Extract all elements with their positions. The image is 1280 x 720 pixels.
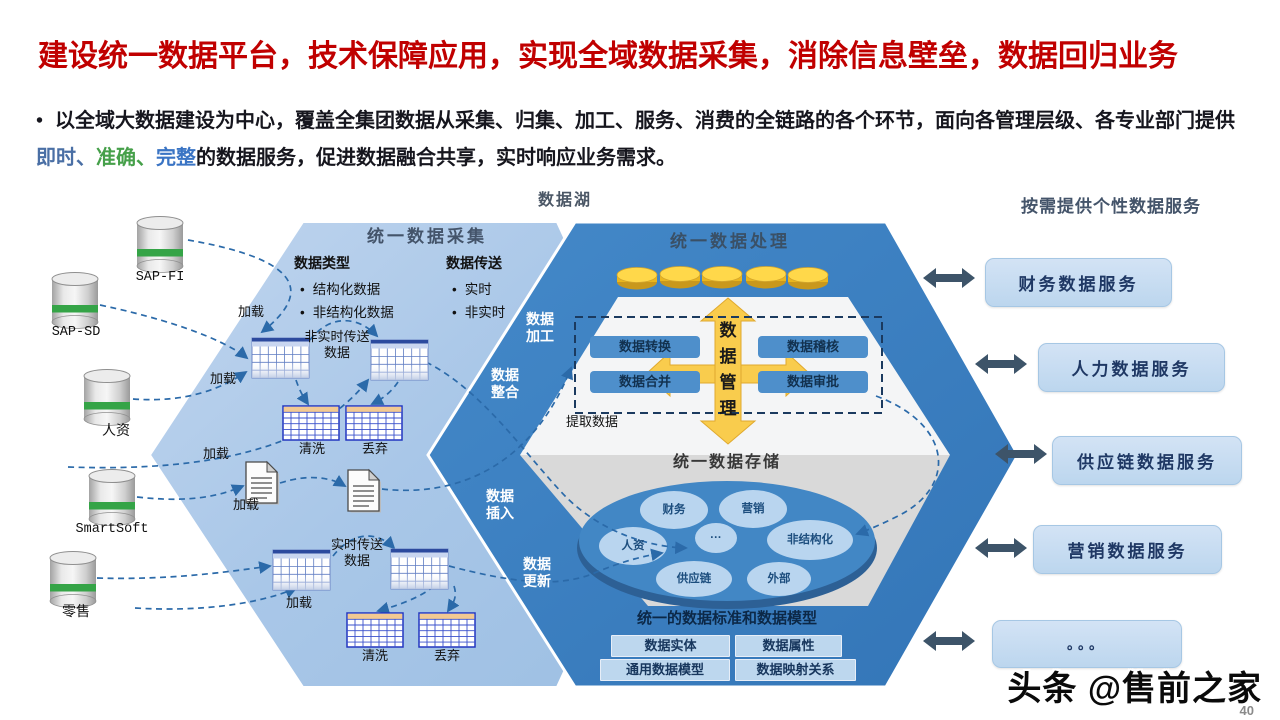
source-label-smartsoft: SmartSoft [75,522,149,537]
standards-chip-mapping: 数据映射关系 [735,659,856,681]
bullet-marker: • [36,110,44,132]
source-label-sapfi: SAP-FI [135,270,185,285]
transfer-item-non-realtime: 非实时 [452,305,506,322]
load-label-4: 加载 [233,497,260,512]
data-lake-label: 数据湖 [537,192,592,209]
transfer-header: 数据传送 [446,255,502,271]
source-label-sapsd: SAP-SD [51,325,101,340]
process-box-convert-label: 数据转换 [618,339,671,354]
service-box-marketing: 营销数据服务 [1033,525,1222,574]
page-title: 建设统一数据平台，技术保障应用，实现全域数据采集，消除信息壁垒，数据回归业务 [38,40,1178,73]
process-box-merge-label: 数据合并 [618,374,671,389]
non-realtime-transfer-label: 非实时传送数据 [304,329,370,361]
flow-smartsoft-to-doc1 [136,484,245,501]
source-label-retail: 零售 [62,603,90,619]
discard-label-1: 丢弃 [361,441,388,456]
bullet-text-post: 的数据服务，促进数据融合共享，实时响应业务需求。 [196,147,676,169]
flow-sapfi-to-table1 [187,239,292,334]
load-label-2: 加载 [210,371,237,386]
standards-chip-entity: 数据实体 [611,635,730,657]
band-label-process: 数据加工 [526,311,554,345]
data-type-item-structured: 结构化数据 [300,282,381,299]
flow-table1-to-clean [295,379,310,406]
standards-chip-attribute: 数据属性 [735,635,842,657]
flow-processing-to-storage [855,395,940,537]
bullet-text-pre: 以全域大数据建设为中心，覆盖全集团数据从采集、归集、加工、服务、消费的全链路的各… [55,110,1236,132]
storage-title: 统一数据存储 [672,454,781,471]
storage-item-marketing: 营销 [741,503,765,515]
storage-domain-unstructured [767,520,853,560]
storage-item-finance: 财务 [662,504,686,516]
storage-item-hr: 人资 [621,540,645,552]
storage-domain-more [695,523,737,553]
flow-sapsd-to-table1 [99,304,249,360]
flow-table4-to-discard2 [446,585,460,613]
flow-table4-to-storage [448,548,664,583]
storage-domain-marketing [719,490,787,528]
flow-table3-to-table4 [332,535,396,557]
storage-domain-external [747,562,811,596]
summary-bullet: • 以全域大数据建设为中心，覆盖全集团数据从采集、归集、加工、服务、消费的全链路的… [36,103,1251,177]
service-box-more: 。。。 [992,620,1182,668]
storage-domain-hr [599,527,667,565]
storage-item-supplychain: 供应链 [676,573,712,585]
process-box-audit [758,336,868,358]
load-label-1: 加载 [238,304,265,319]
manage-vertical-arrow [699,297,757,445]
page-number: 40 [1239,703,1254,718]
flow-retail-to-table3 [96,561,272,580]
flow-hr-to-table1 [132,370,248,401]
service-box-supplychain: 供应链数据服务 [1052,436,1242,485]
flow-table2-to-storage [425,361,688,555]
band-label-integrate: 数据整合 [491,367,519,401]
process-box-approve [758,371,868,393]
load-label-3: 加载 [203,446,230,461]
standards-chip-model: 通用数据模型 [600,659,730,681]
band-label-update: 数据更新 [523,556,551,590]
extract-label: 提取数据 [566,414,619,429]
load-label-5: 加载 [286,595,313,610]
flow-left-to-table3 [134,586,298,610]
transfer-item-realtime: 实时 [452,282,492,299]
flow-left-to-table2 [67,378,370,469]
data-type-header: 数据类型 [294,255,350,271]
service-box-finance: 财务数据服务 [985,258,1172,307]
bullet-highlight-timely: 即时、 [36,147,96,169]
process-box-approve-label: 数据审批 [786,374,839,389]
storage-domain-supplychain [656,561,732,597]
watermark: 头条 @售前之家 [1007,670,1262,708]
standards-title: 统一的数据标准和数据模型 [636,610,817,627]
flow-table2-to-discard [370,381,399,405]
storage-domain-finance [640,491,708,529]
service-box-hr: 人力数据服务 [1038,343,1225,392]
storage-item-external: 外部 [767,573,791,585]
services-header: 按需提供个性数据服务 [1021,197,1201,216]
clean-label-1: 清洗 [298,441,325,456]
manage-label: 数据管理 [719,321,737,418]
process-box-convert [590,336,700,358]
data-type-item-unstructured: 非结构化数据 [300,305,394,322]
process-box-audit-label: 数据稽核 [786,339,839,354]
data-flow-lines [67,239,940,615]
source-label-hr: 人资 [102,422,130,438]
storage-item-more: ··· [710,532,722,544]
collection-title: 统一数据采集 [367,227,487,246]
storage-item-unstructured: 非结构化 [787,534,833,546]
realtime-transfer-label: 实时传送数据 [330,537,383,569]
bullet-highlight-accurate: 准确、 [96,147,156,169]
processing-dashed-frame [574,316,883,414]
process-box-merge [590,371,700,393]
processing-title: 统一数据处理 [670,232,790,251]
bullet-highlight-complete: 完整 [156,147,196,169]
clean-label-2: 清洗 [361,648,388,663]
band-label-insert: 数据插入 [486,488,514,522]
discard-label-2: 丢弃 [433,648,460,663]
